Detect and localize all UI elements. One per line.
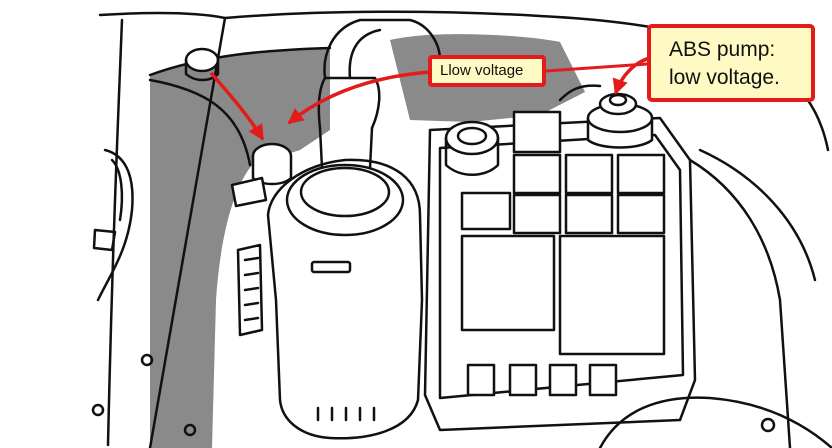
abs-pump-fitting-inner	[608, 93, 628, 107]
fender-outline	[98, 11, 227, 448]
arrow-low-voltage-to-reservoir	[287, 70, 432, 124]
fuse-3	[548, 363, 578, 397]
coolant-tank-body	[266, 158, 424, 440]
abs-pump-callout-line1: ABS pump:	[669, 38, 776, 61]
bolt-left-2	[91, 403, 105, 417]
relay-large-left	[460, 234, 556, 332]
fender-inner-line	[106, 18, 124, 447]
left-hose	[96, 148, 134, 302]
fuse-1	[466, 363, 496, 397]
left-bracket	[92, 228, 117, 252]
coolant-tank-side-ridges	[236, 243, 264, 337]
arrow-connector-small-to-large	[544, 62, 649, 73]
low-voltage-callout-text: Llow voltage	[440, 62, 524, 79]
arrow-top-cap-to-reservoir	[210, 72, 264, 141]
bay-edge-curve	[148, 46, 332, 77]
coolant-tank-bottom-slots	[316, 406, 376, 422]
top-left-cap-side	[184, 58, 220, 82]
fuse-4	[588, 363, 618, 397]
relay-7	[564, 193, 614, 235]
coolant-pipe-upper-inner	[348, 28, 382, 80]
coolant-tank-cap-inner	[299, 166, 391, 218]
coolant-pipe-upper	[323, 18, 442, 80]
right-lower-wheel-arc	[598, 396, 832, 448]
relay-2	[512, 153, 562, 195]
fuse-box-round-cap-inner	[456, 126, 488, 146]
left-hose-inner	[110, 158, 124, 222]
abs-pump-callout-line2: low voltage.	[669, 66, 780, 89]
relay-6	[512, 193, 562, 235]
right-hood-curve-inner	[698, 148, 817, 282]
abs-pump-hose	[558, 84, 602, 102]
coolant-tank-neck	[318, 126, 374, 170]
arrow-abs-label-to-pump	[612, 56, 652, 95]
relay-5	[460, 191, 512, 231]
relay-4	[616, 153, 666, 195]
reservoir-hose	[230, 176, 268, 208]
relay-8	[616, 193, 666, 235]
low-voltage-callout: Llow voltage	[428, 55, 546, 87]
bolt-left-1	[140, 353, 154, 367]
bay-edge-lower	[148, 78, 252, 167]
fuse-2	[508, 363, 538, 397]
top-left-cap	[184, 47, 220, 73]
relay-3	[564, 153, 614, 195]
bolt-bottom-right	[760, 417, 776, 433]
right-hood-curve	[688, 158, 792, 448]
relay-1	[512, 110, 562, 154]
coolant-tank-label	[310, 260, 352, 274]
relay-large-right	[558, 234, 666, 356]
bolt-bottom-left	[183, 423, 197, 437]
fuse-box-round-cap-side	[444, 136, 500, 176]
abs-pump-callout: ABS pump: low voltage.	[647, 24, 815, 102]
